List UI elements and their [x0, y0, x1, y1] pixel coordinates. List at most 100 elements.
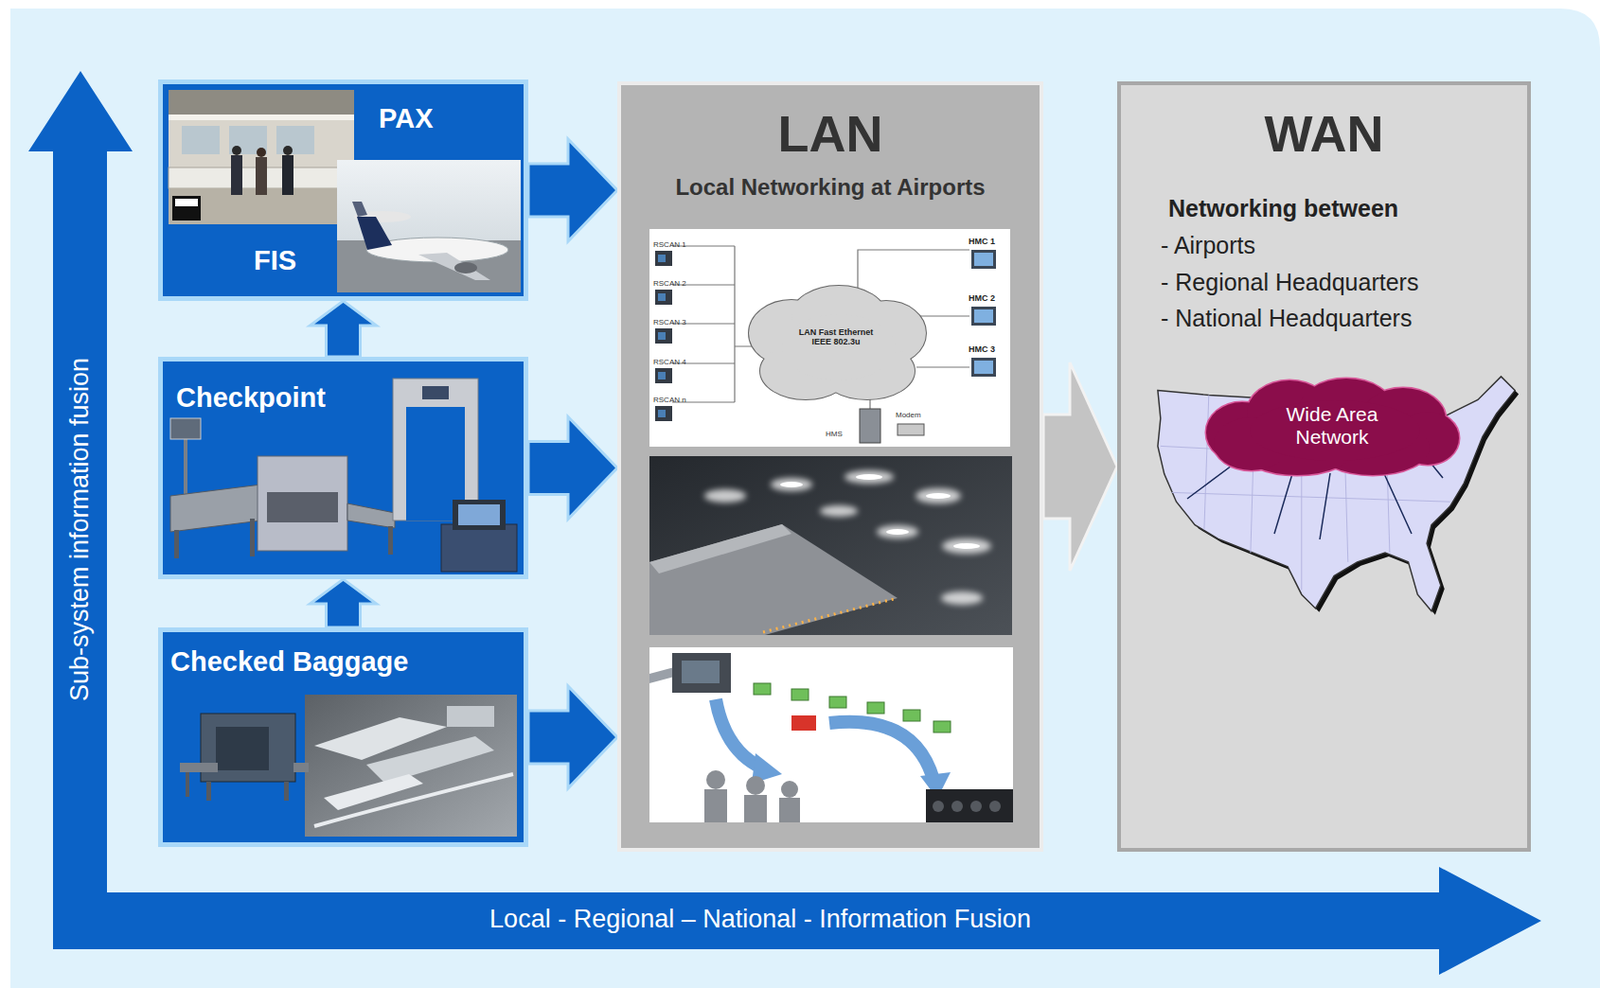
trace-detector-part: [452, 499, 506, 531]
night-airport-photo-part-part: [819, 505, 858, 517]
airport-model-photo: [304, 694, 517, 837]
lan-network-drawing-part-part: [657, 293, 666, 302]
lan-network-drawing-part: [897, 424, 925, 436]
xray-screening-lane-part: [249, 518, 255, 557]
night-airport-photo-part-part: [855, 474, 883, 480]
us-map-part: [1160, 395, 1451, 591]
check-in-hall-photo-part: [231, 145, 242, 156]
baggage-flow-illustration-part-part: [829, 696, 847, 709]
apron-photo-part: [356, 216, 392, 250]
lan-network-drawing-part: [971, 249, 996, 377]
baggage-flow-illustration-part: [681, 660, 720, 684]
check-in-hall-photo-part: [168, 89, 355, 115]
baggage-flow-illustration-part-part: [933, 721, 951, 733]
block-arrow: [528, 417, 618, 520]
cloud-label: Wide Area Network: [1256, 403, 1408, 449]
box-heading: Checked Baggage: [170, 646, 409, 678]
list-item: - Regional Headquarters: [1160, 268, 1419, 297]
subsystem-box: PAX FIS: [158, 79, 529, 302]
network-cloud: Wide Area Network: [1202, 375, 1463, 479]
baggage-flow-illustration: [649, 647, 1014, 823]
check-in-hall-photo-part: [276, 125, 315, 155]
ct-scanner-part: [293, 763, 309, 773]
device-label: HMC 3: [968, 344, 996, 355]
ct-scanner-part: [215, 727, 269, 771]
night-airport-photo-part-part: [942, 538, 992, 554]
trace-detector-part: [458, 504, 500, 526]
xray-screening-lane: [170, 418, 395, 559]
device-label: HMC 2: [968, 293, 996, 303]
lan-network-drawing-part-part: [657, 332, 666, 340]
subsystem-box: Checkpoint: [158, 356, 529, 580]
baggage-flow-illustration-part-part: [704, 789, 728, 823]
lan-network-drawing-part: [657, 254, 666, 418]
wan-cloud-shape-part: [1206, 378, 1459, 476]
xray-screening-lane-part: [174, 530, 179, 559]
trace-detector-part: [441, 524, 517, 572]
apron-photo-part: [454, 262, 478, 274]
lan-network-drawing-part-part: [655, 368, 673, 384]
box-heading: PAX: [378, 103, 433, 135]
baggage-flow-illustration-part: [829, 722, 934, 781]
device-label: HMS: [825, 429, 843, 439]
cloud-label: LAN Fast Ethernet IEEE 802.3u: [793, 327, 879, 348]
baggage-flow-illustration-part: [649, 647, 1014, 823]
lan-network-drawing-part-part: [655, 328, 673, 344]
lan-panel: LANLocal Networking at AirportsRSCAN 1RS…: [617, 81, 1044, 853]
block-arrow: [1043, 362, 1118, 571]
pax-fis-photos: [162, 84, 524, 297]
ct-scanner-part: [206, 782, 212, 801]
night-airport-photo-part-part: [704, 489, 747, 503]
baggage-flow-illustration-part: [672, 653, 731, 694]
lan-network-drawing-part-part: [657, 409, 666, 418]
lan-network-drawing-part-part: [655, 250, 673, 267]
baggage-flow-illustration-part: [925, 789, 1014, 823]
check-in-hall-photo-part: [231, 155, 243, 196]
night-airport-photo-part-part: [770, 478, 813, 492]
lan-network-drawing-part-part: [971, 357, 996, 377]
box-heading: FIS: [253, 245, 297, 277]
apron-photo-part: [418, 252, 491, 281]
apron-photo-part: [352, 201, 368, 217]
check-in-hall-photo-part: [255, 157, 267, 196]
trace-detector: [441, 499, 517, 572]
baggage-flow-illustration-part-part: [781, 781, 799, 799]
lan-network-drawing-part-part: [782, 314, 896, 381]
baggage-flow-illustration-part-part: [744, 795, 767, 823]
check-in-hall-photo-part: [283, 145, 293, 156]
xray-screening-lane-part: [170, 484, 262, 533]
night-airport-photo-part-part: [953, 543, 980, 550]
night-airport-photo-part-part: [886, 529, 909, 535]
panel-title: LAN: [621, 104, 1040, 163]
list-item: - Airports: [1160, 231, 1256, 260]
night-airport-photo-part: [780, 474, 980, 550]
airport-model-photo-part: [366, 736, 495, 784]
lan-network-drawing-part-part: [657, 254, 666, 263]
check-in-hall-photo: [168, 89, 355, 225]
axis-label: Sub-system information fusion: [65, 293, 95, 767]
lan-network-drawing-part: [974, 252, 994, 374]
xray-screening-lane-part: [170, 418, 201, 440]
check-in-hall-photo-part: [282, 155, 294, 196]
baggage-flow-illustration-part-part: [903, 710, 921, 722]
panel-title: WAN: [1120, 104, 1528, 163]
baggage-flow-illustration-part-part: [989, 800, 1001, 813]
baggage-flow-illustration-part: [704, 770, 800, 823]
apron-photo-part: [337, 160, 521, 293]
xray-screening-lane-part: [388, 526, 393, 555]
baggage-flow-illustration-part-part: [746, 776, 765, 796]
check-in-hall-photo-part: [181, 125, 220, 155]
wan-panel: WANNetworking between- Airports- Regiona…: [1117, 81, 1531, 853]
baggage-flow-illustration-part: [753, 683, 951, 733]
baggage-flow-illustration-part-part: [779, 798, 800, 823]
device-label: HMC 1: [968, 236, 996, 247]
block-arrow: [310, 579, 377, 628]
baggage-flow-illustration-part: [791, 715, 817, 731]
background-panel: [10, 8, 1600, 988]
list-item: - National Headquarters: [1160, 304, 1412, 333]
baggage-flow-illustration-part-part: [951, 800, 963, 813]
lan-network-drawing-part-part: [657, 372, 666, 380]
block-arrow: [528, 139, 618, 242]
block-arrow: [528, 686, 618, 789]
device-label: Modem: [895, 410, 922, 420]
